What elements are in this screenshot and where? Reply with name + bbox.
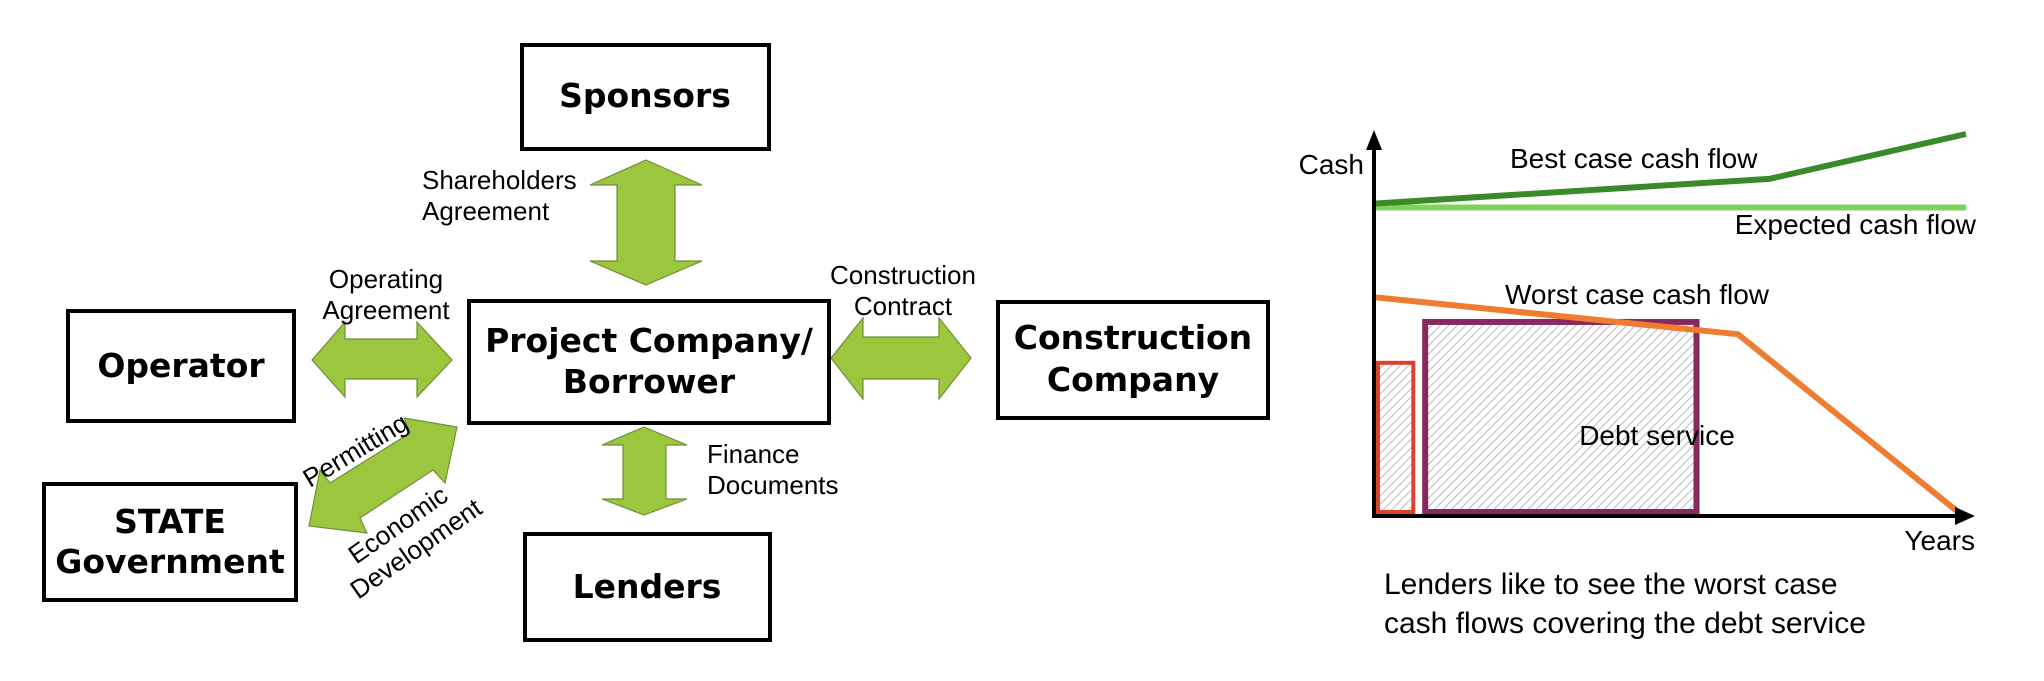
operator-box [66,309,296,423]
cash-flow-lines [1375,131,1967,515]
y-axis-label: Cash [1299,149,1364,180]
operating-agreement-label-line2: Agreement [322,295,450,325]
construction-company-label-line2: Company [1047,360,1219,399]
finance-documents-label-line1: Finance [707,439,800,469]
sponsors-label: Sponsors [559,76,731,115]
initial-debt-service-bar [1376,360,1416,514]
debt-service-label: Debt service [1579,420,1735,451]
lenders-label: Lenders [573,567,722,606]
project-company-label-line2: Borrower [563,362,736,401]
construction-company-label-line1: Construction [1014,318,1252,357]
worst-case-label: Worst case cash flow [1505,279,1770,310]
construction-contract-label-line2: Contract [854,291,953,321]
state-government-label-line2: Government [55,542,285,581]
operating-arrow [311,320,453,399]
permitting-economic-arrow [308,417,458,534]
debt-service-bar [1422,318,1700,516]
construction-arrow [830,316,972,401]
expected-case-label: Expected cash flow [1735,209,1977,240]
finance-arrow [601,426,688,516]
best-case-cash-flow-line [1375,131,1967,207]
x-axis-label: Years [1904,525,1975,556]
sponsors-box [520,43,771,151]
x-axis-arrowhead-icon [1955,507,1975,525]
best-case-label: Best case cash flow [1510,143,1758,174]
operating-agreement-label-line1: Operating [329,264,443,294]
shareholders-agreement-label-line2: Agreement [422,196,550,226]
cash-flow-chart: Cash Years Best case cash flow Expected … [1299,130,1977,640]
operator-label: Operator [97,346,265,385]
state-government-box [42,482,298,602]
caption-line1: Lenders like to see the worst case [1384,568,1838,601]
debt-service-areas [1376,318,1700,516]
state-government-label-line1: STATE [114,502,226,541]
project-company-label-line1: Project Company/ [485,321,814,360]
construction-contract-label-line1: Construction [830,260,976,290]
project-company-box [467,299,831,425]
shareholders-agreement-label-line1: Shareholders [422,165,577,195]
shareholders-arrow [589,159,703,286]
y-axis-arrowhead-icon [1366,130,1382,150]
construction-company-box [996,300,1270,420]
lenders-box [523,532,772,642]
project-finance-diagram: Sponsors Project Company/ Borrower Opera… [42,43,1270,642]
caption-line2: cash flows covering the debt service [1384,607,1866,640]
finance-documents-label-line2: Documents [707,470,839,500]
worst-case-cash-flow-line [1375,294,1960,515]
